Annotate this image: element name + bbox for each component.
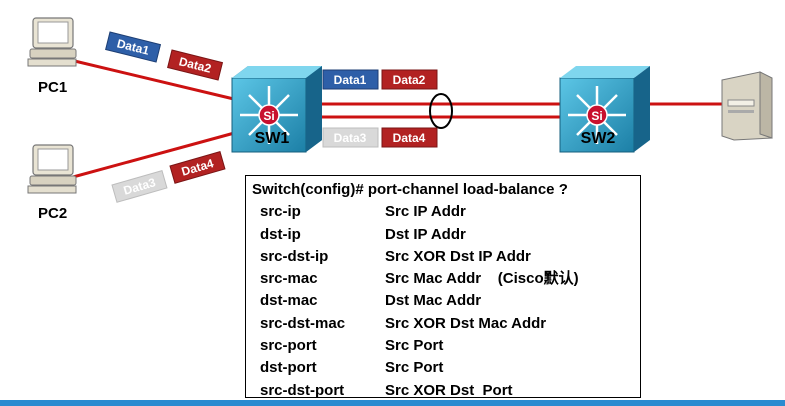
command-option-keyword: src-ip — [260, 203, 301, 221]
pc1-computer-icon — [27, 17, 77, 67]
tag-link-bottom-data3-text: Data3 — [334, 131, 367, 145]
sw1-si-badge: Si — [263, 109, 274, 123]
command-option-keyword: dst-ip — [260, 225, 301, 243]
sw1-label: SW1 — [255, 130, 290, 147]
command-title: Switch(config)# port-channel load-balanc… — [252, 181, 568, 198]
tag-pc2-data4: Data4 — [169, 151, 226, 184]
command-option-description: Src IP Addr — [385, 203, 466, 221]
sw2-switch-icon: Si SW2 — [559, 66, 650, 153]
tag-link-top-data2: Data2 — [381, 69, 438, 90]
command-option-keyword: dst-port — [260, 359, 317, 377]
command-option-row: src-ip Src IP Addr — [252, 201, 640, 223]
command-option-row: src-dst-mac Src XOR Dst Mac Addr — [252, 313, 640, 335]
sw2-label: SW2 — [581, 130, 616, 147]
command-option-keyword: dst-mac — [260, 292, 318, 310]
command-option-keyword: src-dst-ip — [260, 247, 329, 265]
command-option-row: src-port Src Port — [252, 335, 640, 357]
etherchannel-bundle-ring — [429, 93, 453, 129]
command-option-row: src-dst-ip Src XOR Dst IP Addr — [252, 246, 640, 268]
tag-link-bottom-data4: Data4 — [381, 127, 438, 148]
tag-link-bottom-data4-text: Data4 — [393, 131, 426, 145]
command-option-description: Dst Mac Addr — [385, 292, 482, 310]
command-option-description: Src XOR Dst Mac Addr — [385, 314, 547, 332]
command-options-list: src-ip Src IP Addr dst-ip Dst IP Addr src-ds… — [252, 201, 640, 402]
command-option-description: Src XOR Dst Port — [385, 381, 513, 399]
command-option-keyword: src-dst-mac — [260, 314, 346, 332]
sw2-si-badge: Si — [591, 109, 602, 123]
command-option-keyword: src-dst-port — [260, 381, 345, 399]
tag-pc2-data3: Data3 — [111, 170, 168, 203]
command-option-keyword: src-port — [260, 337, 317, 355]
pc2-label: PC2 — [38, 205, 68, 222]
command-option-row: src-mac Src Mac Addr (Cisco默认) — [252, 268, 640, 290]
command-option-description: Src Port — [385, 359, 444, 377]
command-option-row: dst-mac Dst Mac Addr — [252, 290, 640, 312]
command-option-description: Dst IP Addr — [385, 225, 466, 243]
server-icon — [721, 71, 773, 141]
tag-link-bottom-data3: Data3 — [322, 127, 379, 148]
command-option-row: src-dst-port Src XOR Dst Port — [252, 380, 640, 402]
command-option-description: Src Mac Addr (Cisco默认) — [385, 270, 579, 288]
tag-pc1-data1: Data1 — [105, 31, 162, 63]
command-output-box: Switch(config)# port-channel load-balanc… — [245, 175, 641, 399]
sw1-switch-icon: Si SW1 — [231, 66, 322, 153]
command-option-description: Src XOR Dst IP Addr — [385, 247, 531, 265]
link-pc1-sw1 — [61, 56, 239, 102]
link-pc2-sw1 — [61, 130, 239, 182]
pc2-computer-icon — [27, 144, 77, 194]
tag-link-top-data2-text: Data2 — [393, 73, 426, 87]
pc1-label: PC1 — [38, 79, 68, 96]
tag-link-top-data1-text: Data1 — [334, 73, 367, 87]
command-option-keyword: src-mac — [260, 270, 318, 288]
tag-pc1-data2: Data2 — [167, 49, 224, 81]
tag-link-top-data1: Data1 — [322, 69, 379, 90]
bottom-accent-bar — [0, 400, 785, 406]
command-option-row: dst-ip Dst IP Addr — [252, 224, 640, 246]
command-option-description: Src Port — [385, 337, 444, 355]
command-option-row: dst-port Src Port — [252, 357, 640, 379]
